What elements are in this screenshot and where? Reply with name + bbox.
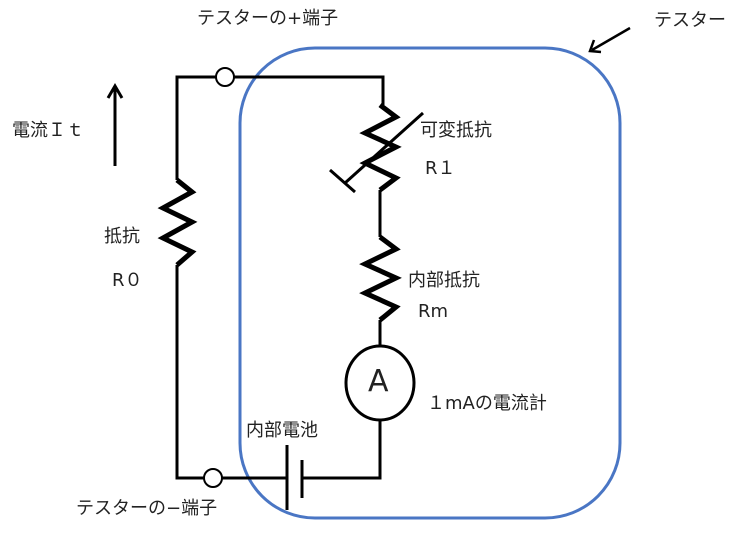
- variable-resistor-name: 可変抵抗: [420, 120, 492, 141]
- variable-arrow-tick: [329, 168, 356, 194]
- tester-pointer-arrowhead: [588, 39, 602, 54]
- resistor-r0: [157, 178, 198, 267]
- internal-resistor-name: 内部抵抗: [408, 270, 480, 291]
- plus-terminal-label: テスターの+端子: [197, 8, 339, 29]
- left-wire: [175, 265, 287, 480]
- internal-battery-label: 内部電池: [246, 420, 318, 441]
- plus-terminal: [215, 67, 235, 87]
- resistor-r0-label: R０: [112, 270, 143, 291]
- wire-ammeter-battery: [302, 420, 382, 480]
- minus-terminal-label: テスターの−端子: [76, 498, 218, 519]
- variable-resistor-label: R１: [425, 158, 456, 179]
- variable-arrow: [343, 111, 425, 185]
- resistor-r1: [359, 103, 402, 192]
- tester-boundary: [238, 46, 622, 520]
- top-wire: [175, 75, 385, 180]
- internal-resistor-label: Rm: [418, 301, 449, 322]
- tester-label: テスター: [654, 10, 726, 31]
- ammeter-label: １mAの電流計: [427, 393, 547, 414]
- current-arrow-head: [106, 83, 124, 99]
- ammeter-symbol: A: [368, 364, 389, 399]
- resistor-r0-name: 抵抗: [104, 226, 140, 247]
- minus-terminal: [203, 468, 223, 488]
- resistor-rm: [359, 235, 402, 322]
- tester-pointer-arrow: [591, 26, 631, 52]
- current-label: 電流Ｉｔ: [12, 120, 84, 141]
